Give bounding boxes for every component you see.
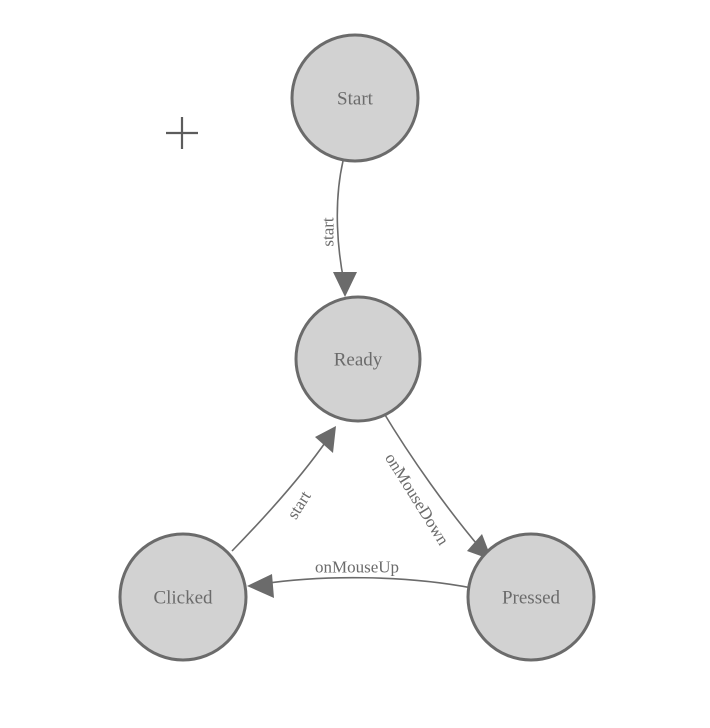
node-pressed[interactable]: Pressed bbox=[466, 532, 596, 662]
node-ready-circle[interactable] bbox=[294, 295, 422, 423]
node-clicked-circle[interactable] bbox=[118, 532, 248, 662]
node-start-circle[interactable] bbox=[290, 33, 420, 163]
edge-start-to-ready-path bbox=[336, 160, 345, 283]
edge-ready-to-pressed-path bbox=[381, 409, 482, 550]
node-pressed-circle[interactable] bbox=[466, 532, 596, 662]
node-clicked-label: Clicked bbox=[153, 588, 213, 609]
edge-label-clicked-to-ready: start bbox=[283, 487, 315, 522]
crosshair-cursor-icon bbox=[166, 117, 198, 149]
node-ready[interactable]: Ready bbox=[294, 295, 422, 423]
node-clicked[interactable]: Clicked bbox=[118, 532, 248, 662]
edge-clicked-to-ready-path bbox=[231, 439, 328, 552]
edge-label-start-to-ready: start bbox=[319, 217, 338, 247]
node-start[interactable]: Start bbox=[290, 33, 420, 163]
node-pressed-label: Pressed bbox=[502, 588, 561, 609]
edge-start-to-ready-arrowhead bbox=[333, 272, 357, 297]
edge-start-to-ready[interactable] bbox=[333, 160, 357, 297]
node-start-label: Start bbox=[337, 89, 374, 110]
edge-pressed-to-clicked-arrowhead bbox=[247, 574, 274, 598]
edge-clicked-to-ready-arrowhead bbox=[315, 426, 336, 453]
node-ready-label: Ready bbox=[334, 350, 383, 371]
edge-label-pressed-to-clicked: onMouseUp bbox=[315, 558, 399, 577]
edge-pressed-to-clicked[interactable] bbox=[247, 574, 473, 598]
edge-clicked-to-ready[interactable] bbox=[231, 426, 336, 552]
edge-pressed-to-clicked-path bbox=[261, 576, 473, 589]
